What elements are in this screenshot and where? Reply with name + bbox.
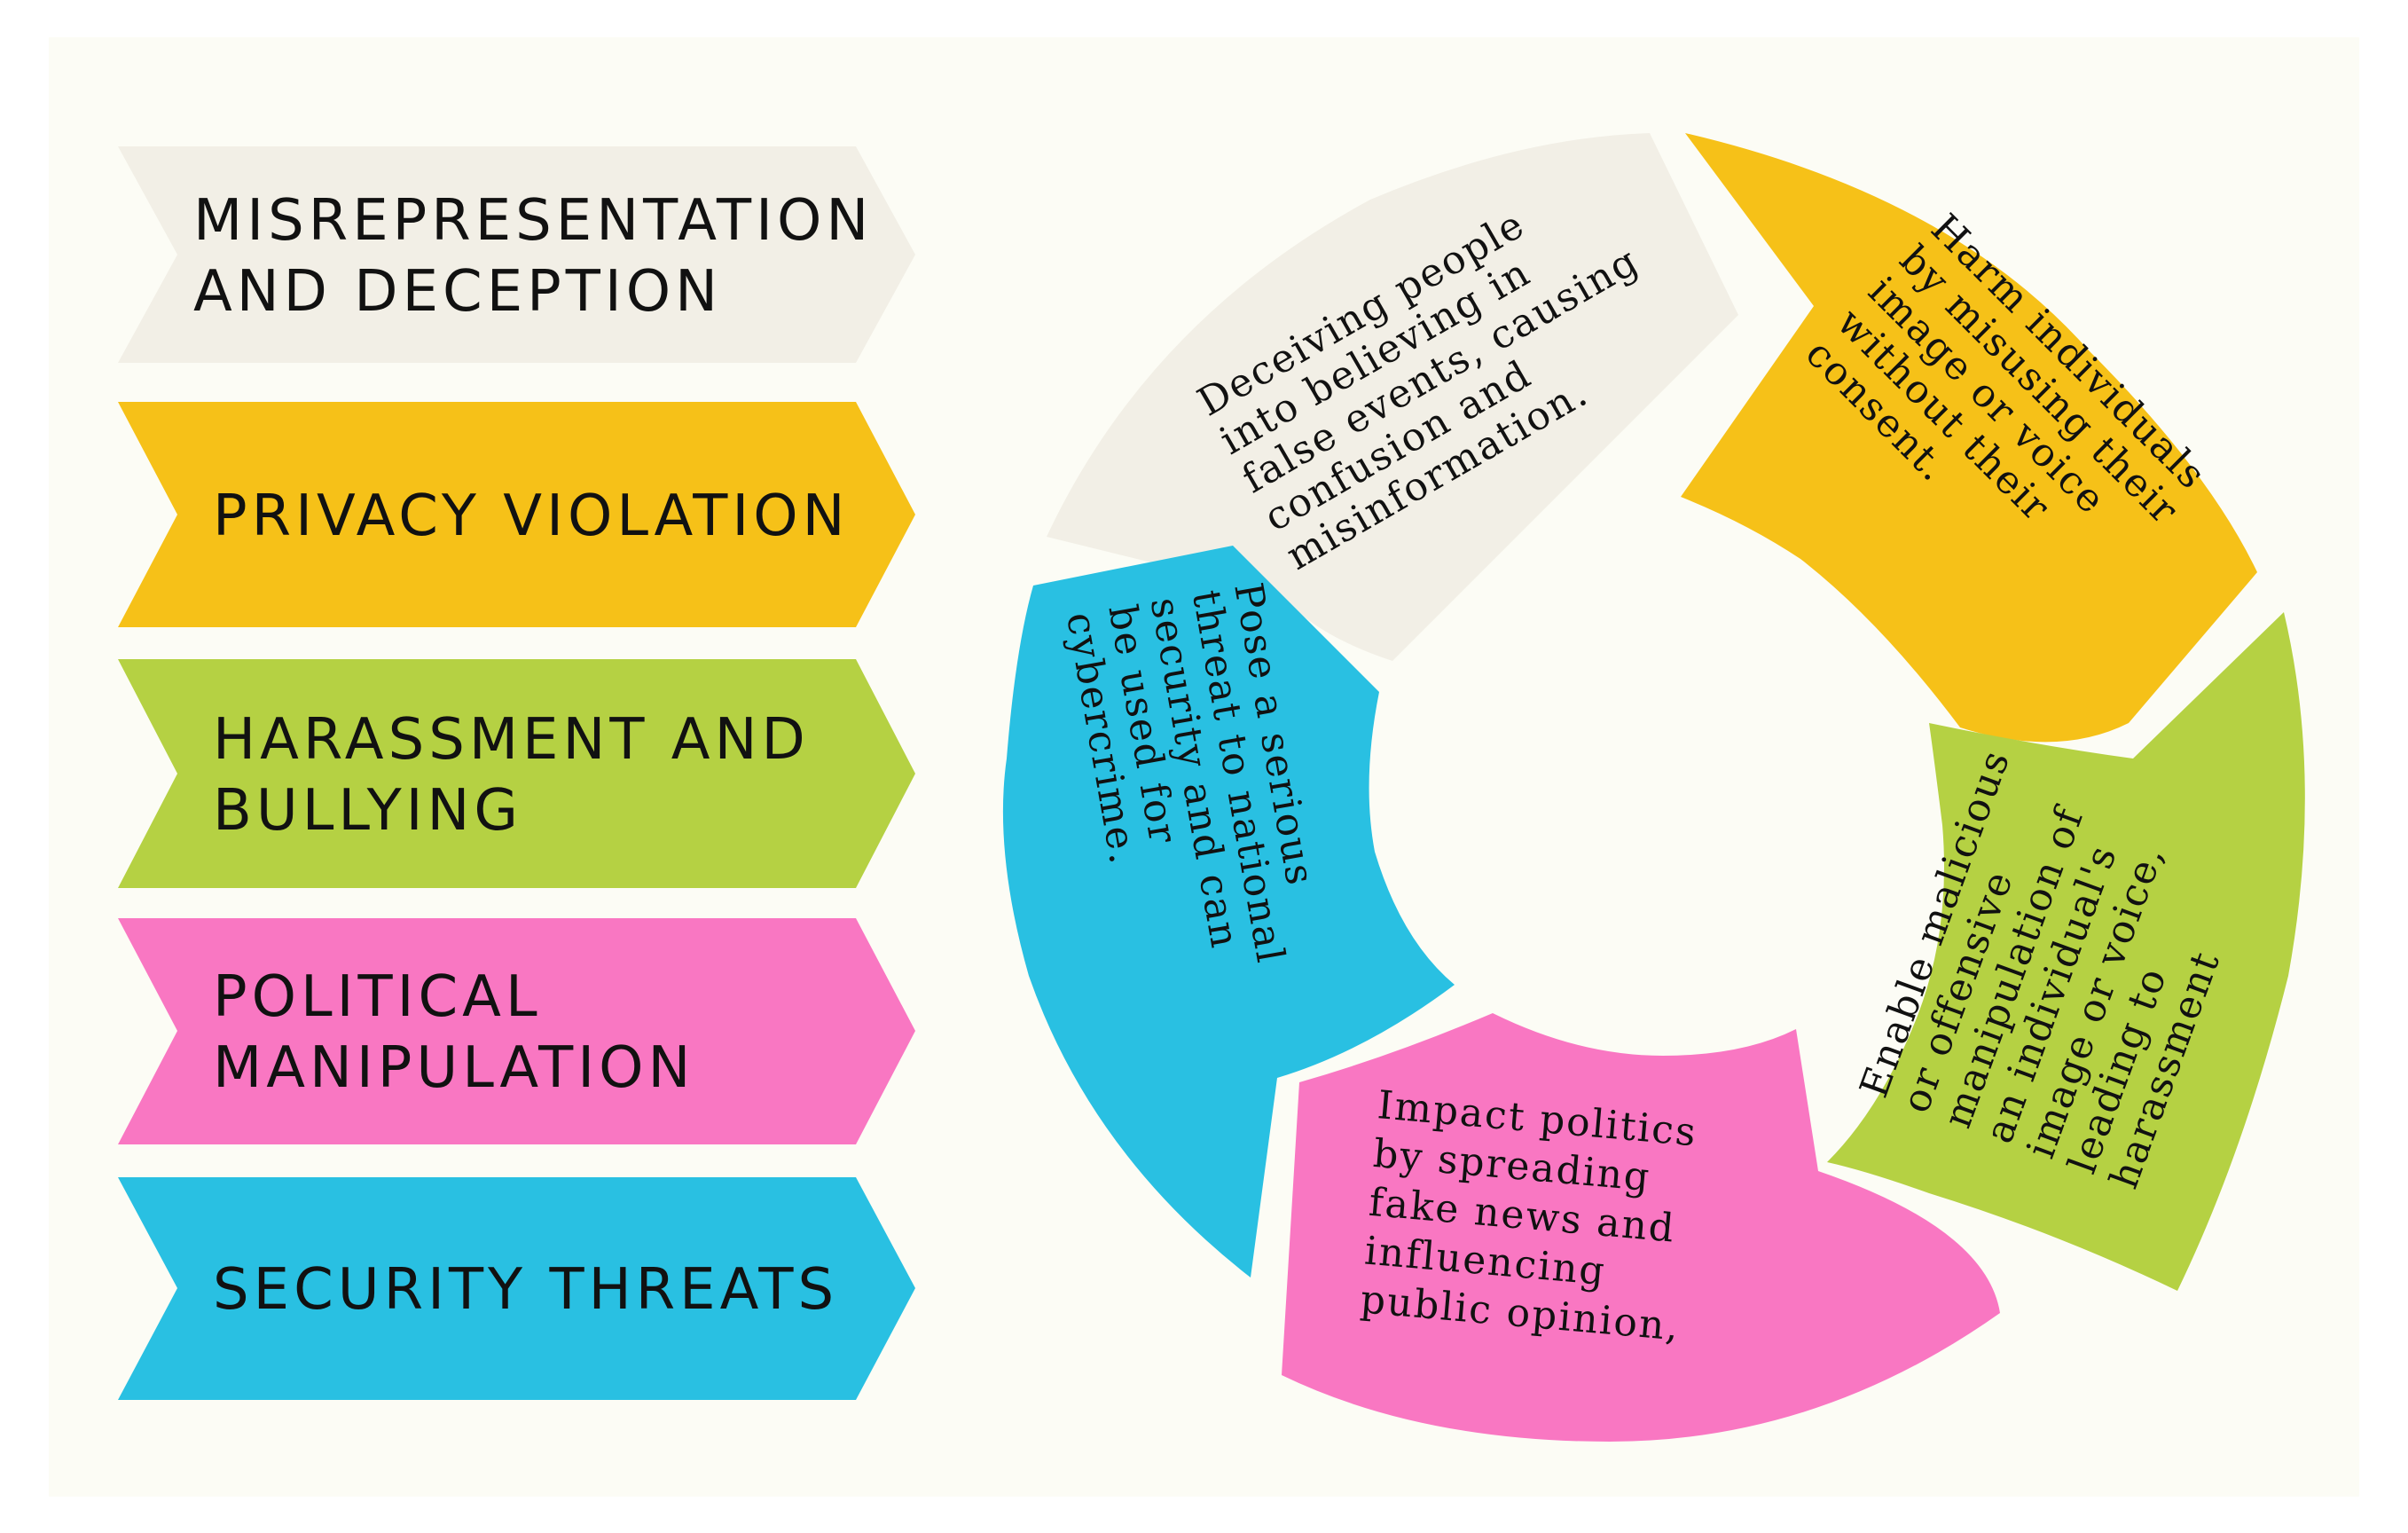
cycle-ring	[1002, 133, 2305, 1442]
ring-segment-deception	[1047, 133, 1738, 661]
chevron-shape	[118, 146, 915, 363]
ring-segment-security	[1002, 546, 1455, 1278]
chevron-shape	[118, 402, 915, 627]
ring-segment-harassment	[1827, 612, 2305, 1291]
chevron-misrepresentation: MISREPRESENTATION AND DECEPTION	[118, 146, 915, 363]
chevron-label: MISREPRESENTATION AND DECEPTION	[193, 188, 896, 325]
chevron-label: HARASSMENT AND BULLYING	[213, 707, 832, 844]
ring-segment-privacy	[1681, 133, 2257, 743]
chevron-shape	[118, 659, 915, 888]
chevron-privacy-violation: PRIVACY VIOLATION	[118, 402, 915, 627]
ring-segment-political	[1282, 1013, 2000, 1442]
chevron-harassment: HARASSMENT AND BULLYING	[118, 659, 915, 888]
chevron-label: POLITICAL MANIPULATION	[213, 964, 694, 1101]
chevron-list: MISREPRESENTATION AND DECEPTION PRIVACY …	[118, 146, 915, 1400]
chevron-label: PRIVACY VIOLATION	[213, 483, 849, 549]
chevron-security-threats: SECURITY THREATS	[118, 1177, 915, 1400]
chevron-label: SECURITY THREATS	[213, 1257, 838, 1323]
ring-text-political: Impact politics by spreading fake news a…	[1359, 1082, 1714, 1351]
ring-text: Impact politics by spreading fake news a…	[1359, 1082, 1714, 1351]
chevron-political-manipulation: POLITICAL MANIPULATION	[118, 918, 915, 1144]
chevron-shape	[118, 918, 915, 1144]
chevron-shape	[118, 1177, 915, 1400]
